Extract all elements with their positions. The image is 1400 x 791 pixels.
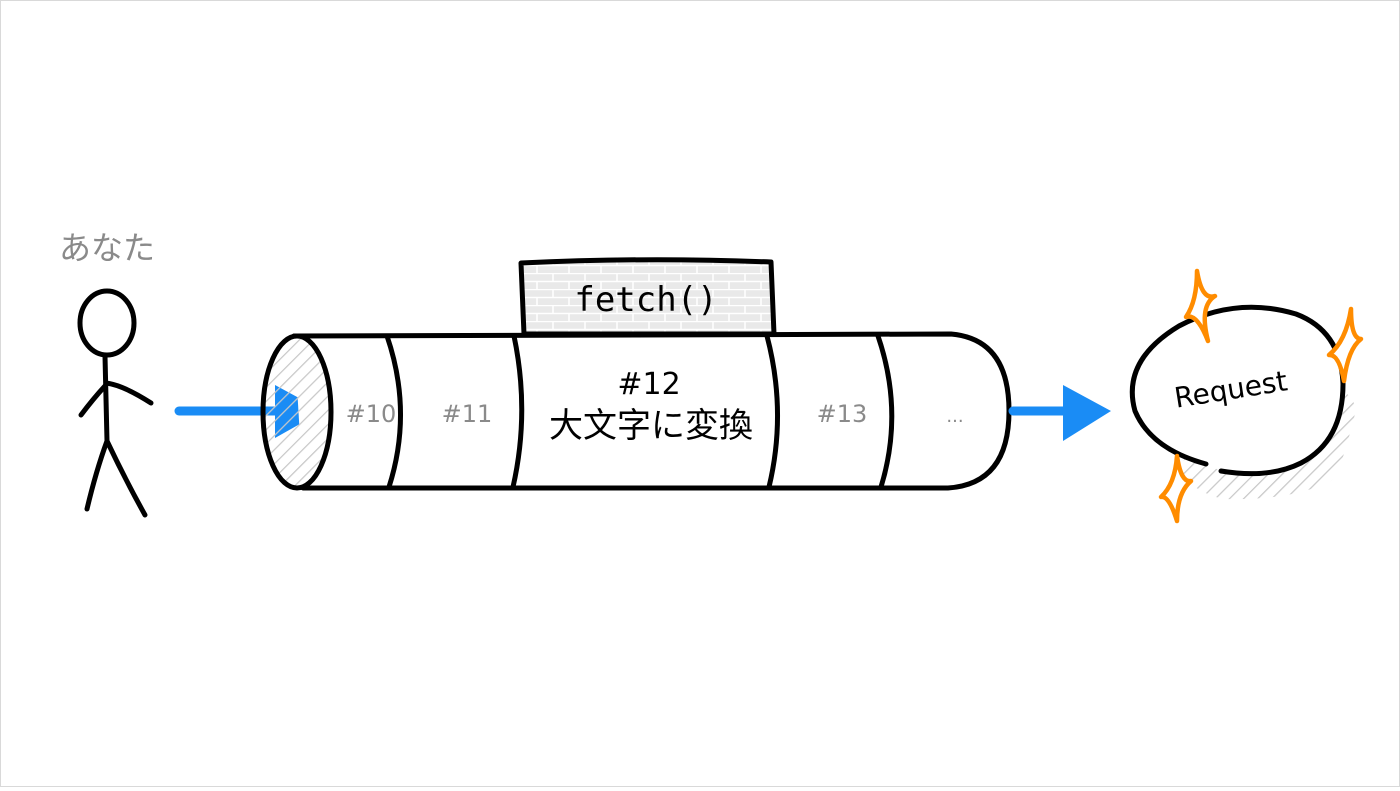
user-label: あなた (59, 229, 155, 267)
sparkle-icons (1158, 268, 1364, 524)
segment-dividers (384, 333, 895, 490)
fetch-label: fetch() (574, 280, 717, 320)
segment-more-label: ... (946, 406, 963, 427)
output-arrow (1008, 385, 1111, 441)
request-blob: Request (1129, 304, 1356, 500)
stick-figure (77, 288, 154, 518)
segment-10-label: #10 (346, 400, 397, 428)
segment-12-action: 大文字に変換 (549, 406, 753, 446)
sparkle-icon-bottom (1158, 453, 1194, 524)
fetch-block: fetch() (518, 257, 777, 337)
segment-13-label: #13 (817, 400, 868, 428)
pipe (260, 331, 1012, 491)
pipe-opening (260, 333, 334, 491)
segment-11-label: #11 (442, 400, 493, 428)
segment-12-number: #12 (617, 367, 680, 402)
sparkle-icon-right (1326, 306, 1364, 384)
sparkle-icon-top (1183, 268, 1218, 344)
